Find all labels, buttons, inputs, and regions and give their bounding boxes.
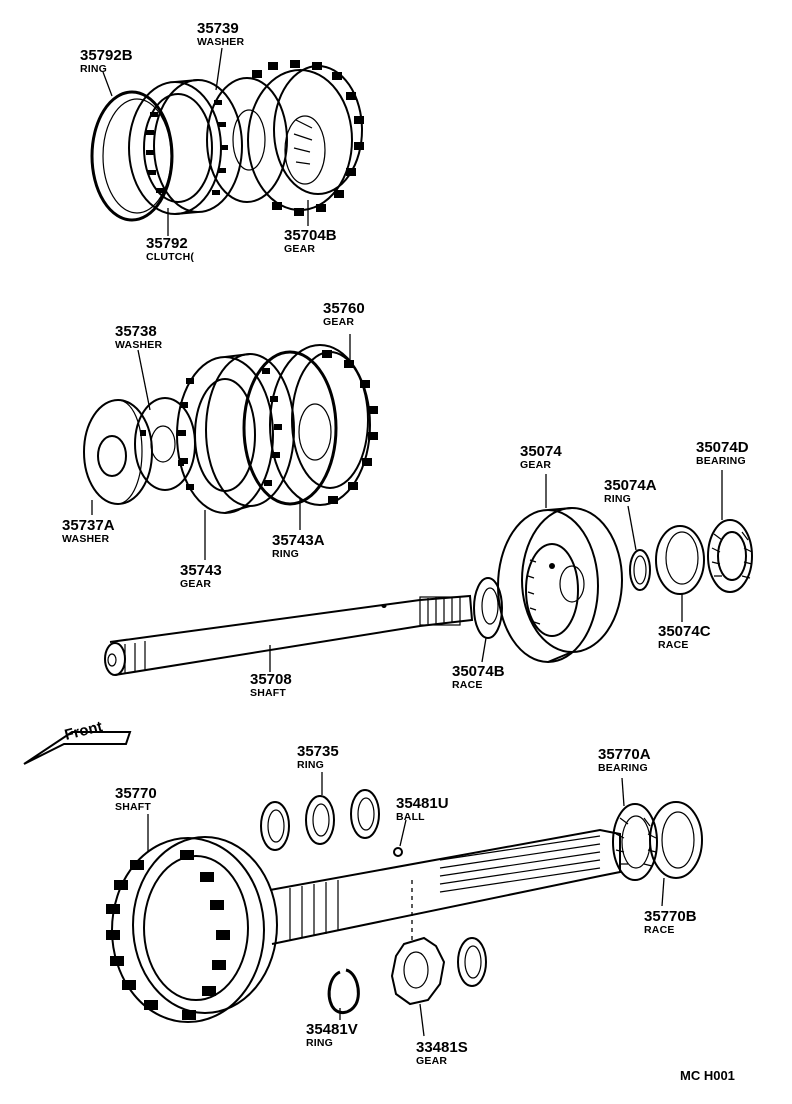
part-label-35739: 35739 WASHER [197,20,245,48]
part-name: GEAR [416,1055,447,1067]
part-name: RING [297,759,324,771]
part-number: 35481U [396,795,449,812]
part-label-35481U: 35481U BALL [396,795,449,823]
part-number: 35792 [146,235,188,252]
ball-35481U-drawing [393,847,403,857]
part-number: 35704B [284,227,337,244]
drawing-code: MC H001 [680,1068,735,1083]
part-label-35743: 35743 GEAR [180,562,222,590]
part-name: BEARING [598,762,648,774]
part-name: SHAFT [250,687,286,699]
part-label-33481S: 33481S GEAR [416,1039,468,1067]
part-number: 35735 [297,743,339,760]
part-name: WASHER [197,36,245,48]
part-label-35738: 35738 WASHER [115,323,163,351]
part-number: 35770A [598,746,651,763]
part-label-35074D: 35074D BEARING [696,439,749,467]
part-label-35770B: 35770B RACE [644,908,697,936]
part-label-35792B: 35792B RING [80,47,133,75]
bearing-35074D-drawing [707,519,753,593]
part-label-35074C: 35074C RACE [658,623,711,651]
part-number: 35739 [197,20,239,37]
part-name: WASHER [115,339,163,351]
shaft-35708-drawing [104,594,474,676]
part-number: 35743 [180,562,222,579]
part-name: GEAR [520,459,551,471]
gear-35704B-drawing [247,60,364,216]
part-number: 35737A [62,517,115,534]
clutch-35792-drawing [128,79,243,215]
front-label: Front [63,718,104,744]
ring-35743A-drawing [242,350,338,506]
part-number: 35760 [323,300,365,317]
part-name: RACE [644,924,675,936]
ring-35481V-drawing [327,968,360,1014]
part-label-35770A: 35770A BEARING [598,746,651,774]
part-name: RING [306,1037,333,1049]
part-number: 35792B [80,47,133,64]
shaft-35770-drawing [106,828,621,1023]
washer-35738-drawing [134,397,196,491]
front-direction-arrow: Front [23,718,132,765]
part-label-35708: 35708 SHAFT [250,671,292,699]
part-number: 35074C [658,623,711,640]
part-name: GEAR [284,243,315,255]
part-name: RING [604,493,631,505]
part-name: BEARING [696,455,746,467]
part-number: 35770 [115,785,157,802]
part-name: BALL [396,811,425,823]
gear-35743-drawing [176,353,295,514]
part-number: 35708 [250,671,292,688]
part-label-35481V: 35481V RING [306,1021,358,1049]
part-name: GEAR [323,316,354,328]
part-number: 35481V [306,1021,358,1038]
race-35074B-drawing [473,577,503,639]
part-number: 35074 [520,443,562,460]
part-name: WASHER [62,533,110,545]
race-35074C-drawing [655,525,705,595]
part-label-35737A: 35737A WASHER [62,517,115,545]
part-label-35074: 35074 GEAR [520,443,562,471]
part-number: 35743A [272,532,325,549]
ring-35792B-drawing [90,90,174,222]
part-label-35760: 35760 GEAR [323,300,365,328]
part-number: 35770B [644,908,697,925]
gear-33481S-drawing [390,936,487,1006]
part-name: RACE [452,679,483,691]
part-label-35743A: 35743A RING [272,532,325,560]
part-number: 35074D [696,439,749,456]
part-label-35735: 35735 RING [297,743,339,771]
part-number: 33481S [416,1039,468,1056]
part-label-35074B: 35074B RACE [452,663,505,691]
part-number: 35074B [452,663,505,680]
part-name: RING [80,63,107,75]
part-label-35704B: 35704B GEAR [284,227,337,255]
part-number: 35074A [604,477,657,494]
part-name: SHAFT [115,801,151,813]
part-name: RING [272,548,299,560]
ring-35074A-drawing [629,549,651,591]
part-label-35074A: 35074A RING [604,477,657,505]
washer-35739-drawing [206,77,288,203]
rings-35735-drawing [260,789,380,851]
leader-lines [91,47,723,1037]
part-name: RACE [658,639,689,651]
gear-35074-drawing [497,507,623,663]
part-number: 35738 [115,323,157,340]
part-name: GEAR [180,578,211,590]
race-35770B-drawing [649,801,703,879]
part-name: CLUTCH( [146,251,194,263]
part-label-35770: 35770 SHAFT [115,785,157,813]
gear-35760-drawing [269,344,378,506]
part-label-35792: 35792 CLUTCH( [146,235,194,263]
